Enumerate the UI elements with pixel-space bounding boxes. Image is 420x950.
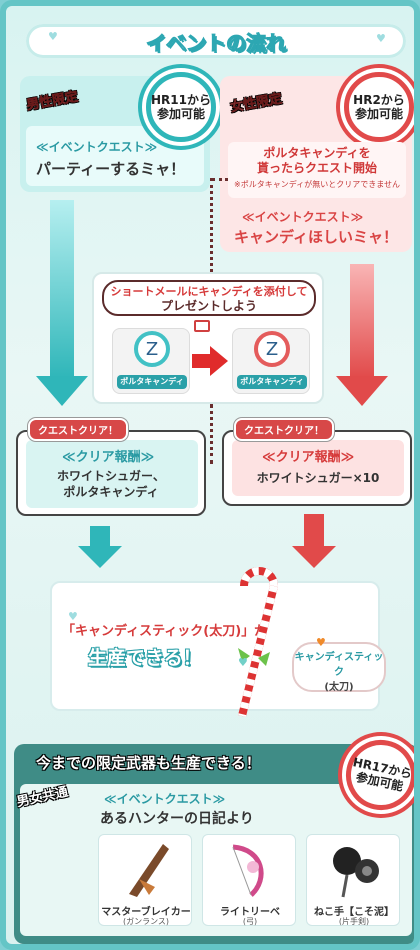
- notice-line2: 貰ったらクエスト開始: [256, 161, 377, 175]
- weapon-type: (片手剣): [338, 917, 370, 926]
- candy-icon: Z: [254, 331, 290, 367]
- mail-icon: [194, 320, 210, 332]
- red-small-arrow-shaft: [304, 514, 324, 548]
- notice-sub: ※ポルタキャンディが無いとクリアできません: [234, 180, 400, 189]
- male-reward-inner: [26, 440, 198, 508]
- bubble-line1: キャンディスティック: [294, 652, 384, 678]
- weapon-card-2: ライトリーベ (弓): [202, 834, 296, 926]
- red-arrow-shaft: [350, 264, 374, 378]
- hr-badge-line1: HR2から: [353, 93, 405, 107]
- heart-icon: ♥: [238, 656, 248, 669]
- hr-badge-line2: 参加可能: [354, 107, 403, 121]
- male-reward-label: ≪クリア報酬≫: [62, 450, 155, 465]
- red-arrow-right-head: [210, 346, 228, 376]
- teal-small-arrow-shaft: [90, 526, 110, 548]
- mail-line1: ショートメールにキャンディを添付して: [110, 285, 308, 298]
- result-line2: 生産できる！: [88, 647, 202, 669]
- teal-arrow-shaft: [50, 200, 74, 378]
- notice-line1: ポルタキャンディを: [263, 146, 371, 160]
- red-arrow-head: [336, 376, 388, 406]
- hr-badge-line1: HR11から: [151, 93, 211, 107]
- female-clear-tag: クエストクリア！: [234, 418, 334, 441]
- female-reward-label: ≪クリア報酬≫: [262, 450, 355, 465]
- teal-small-arrow-head: [78, 546, 122, 568]
- item-card-left: Z ポルタキャンディ: [112, 328, 190, 394]
- common-heading: 今までの限定武器も生産できる！: [36, 754, 261, 772]
- female-reward-line1: ホワイトシュガー×10: [256, 471, 380, 485]
- weapon-type: (弓): [242, 917, 258, 926]
- male-quest-label: ≪イベントクエスト≫: [36, 140, 158, 154]
- cat-paw-icon: [333, 847, 379, 898]
- candy-stick-bubble: キャンディスティック (太刀): [292, 642, 386, 693]
- weapon-name: ねこ手【こそ泥】: [314, 907, 394, 918]
- male-quest-name: パーティーするミャ！: [36, 160, 186, 178]
- weapon-type: (ガンランス): [122, 917, 170, 926]
- dotted-connector: [210, 178, 213, 272]
- common-quest-label: ≪イベントクエスト≫: [104, 792, 226, 806]
- candy-stick-icon: [238, 567, 278, 717]
- female-hr-badge: HR2から 参加可能: [344, 72, 414, 142]
- red-arrow-right-shaft: [192, 354, 210, 368]
- hr-badge-line2: 参加可能: [156, 107, 205, 121]
- gunlance-icon: [129, 844, 169, 897]
- female-quest-name: キャンディほしいミャ！: [234, 228, 398, 246]
- weapon-name: ライトリーベ: [220, 907, 280, 918]
- weapon-card-3: ねこ手【こそ泥】 (片手剣): [306, 834, 400, 926]
- weapon-name: マスターブレイカー: [101, 907, 191, 918]
- weapon-card-1: マスターブレイカー (ガンランス): [98, 834, 192, 926]
- common-quest-name: あるハンターの日記より: [100, 811, 254, 827]
- dotted-connector: [212, 178, 228, 181]
- male-reward-line1: ホワイトシュガー、: [57, 469, 165, 483]
- heart-icon: ♥: [48, 30, 58, 43]
- heart-icon: ♥: [68, 610, 78, 623]
- mail-title: ショートメールにキャンディを添付して プレゼントしよう: [102, 280, 316, 316]
- item-card-right: Z ポルタキャンディ: [232, 328, 310, 394]
- female-reward-inner: [232, 440, 404, 496]
- female-quest-label: ≪イベントクエスト≫: [242, 210, 364, 224]
- teal-arrow-head: [36, 376, 88, 406]
- bow-icon: [232, 844, 264, 897]
- red-small-arrow-head: [292, 546, 336, 568]
- bubble-line2: (太刀): [324, 682, 354, 693]
- female-reward-body: ホワイトシュガー×10: [234, 470, 402, 486]
- title-bar: イベントの流れ: [26, 24, 406, 58]
- item-name-right: ポルタキャンディ: [237, 375, 307, 389]
- male-hr-badge: HR11から 参加可能: [146, 72, 216, 142]
- male-clear-tag: クエストクリア！: [28, 418, 128, 441]
- heart-icon: ♥: [316, 636, 326, 649]
- heart-icon: ♥: [376, 32, 386, 45]
- short-mail-box: ショートメールにキャンディを添付して プレゼントしよう Z ポルタキャンディ Z…: [92, 272, 324, 404]
- male-reward-body: ホワイトシュガー、 ポルタキャンディ: [36, 468, 186, 500]
- item-name-left: ポルタキャンディ: [117, 375, 187, 389]
- mail-line2: プレゼントしよう: [160, 299, 257, 313]
- female-notice-box: ポルタキャンディを 貰ったらクエスト開始 ※ポルタキャンディが無いとクリアできま…: [228, 142, 406, 198]
- page-title: イベントの流れ: [146, 30, 287, 55]
- dotted-connector: [210, 404, 213, 464]
- result-line1: 「キャンディスティック(太刀)」が: [62, 624, 268, 639]
- male-reward-line2: ポルタキャンディ: [63, 485, 159, 499]
- candy-icon: Z: [134, 331, 170, 367]
